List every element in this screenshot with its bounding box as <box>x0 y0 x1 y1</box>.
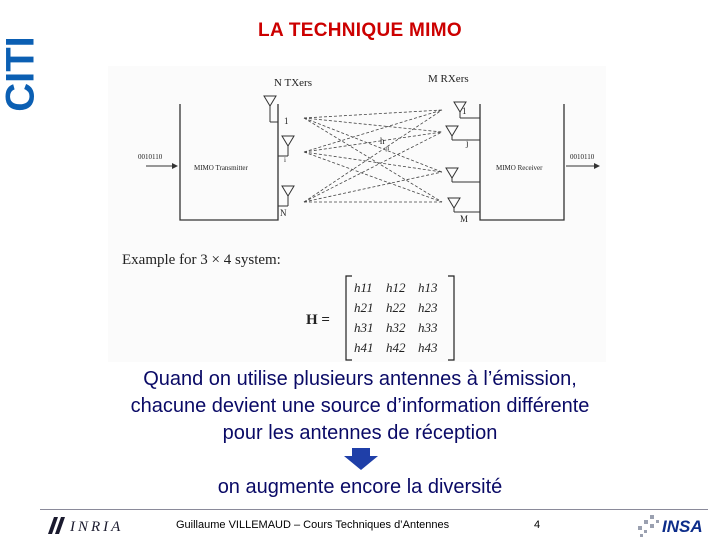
channel-sub: ji <box>385 146 390 152</box>
matrix-cell: h41 <box>354 340 374 355</box>
rx-label-j: j <box>465 138 469 148</box>
matrix-cells: h11 h12 h13 h21 h22 h23 h31 h32 h33 h41 … <box>354 280 438 355</box>
rx-block-outline <box>479 104 565 221</box>
example-text: Example for 3 × 4 system: <box>122 252 281 268</box>
matrix-cell: h13 <box>418 280 438 295</box>
matrix-cell: h31 <box>354 320 374 335</box>
page-number: 4 <box>534 519 541 531</box>
slide-title: LA TECHNIQUE MIMO <box>258 20 462 41</box>
footer-divider <box>40 509 708 510</box>
matrix-bracket-right <box>448 275 455 361</box>
output-bits: 0010110 <box>570 153 595 161</box>
caption: Quand on utilise plusieurs antennes à l’… <box>40 366 680 447</box>
input-bits: 0010110 <box>138 153 163 161</box>
matrix-cell: h21 <box>354 300 374 315</box>
n-txers-label: N TXers <box>274 77 312 89</box>
tx-antennas <box>263 95 295 207</box>
matrix-cell: h12 <box>386 280 406 295</box>
caption-line: Quand on utilise plusieurs antennes à l’… <box>143 368 577 390</box>
tx-block-label: MIMO Transmitter <box>194 164 249 172</box>
rx-label-1: 1 <box>462 106 467 116</box>
insa-logo: INSA <box>638 515 703 537</box>
matrix-cell: h33 <box>418 320 438 335</box>
down-arrow-icon <box>344 448 378 470</box>
inria-logo: INRIA <box>48 517 123 535</box>
rx-label-m: M <box>460 214 468 224</box>
rx-antennas <box>445 101 480 213</box>
insa-logo-text: INSA <box>662 517 703 536</box>
matrix-label: H = <box>306 312 330 328</box>
matrix-cell: h11 <box>354 280 373 295</box>
matrix-bracket-left <box>345 275 352 361</box>
m-rxers-label: M RXers <box>428 73 469 85</box>
inria-logo-text: INRIA <box>69 519 123 535</box>
footer-author-course: Guillaume VILLEMAUD – Cours Techniques d… <box>176 519 450 531</box>
tx-label-i: i <box>284 156 286 164</box>
citi-logo: CITI <box>0 0 46 148</box>
matrix-cell: h32 <box>386 320 406 335</box>
citi-logo-text: CITI <box>0 36 43 112</box>
matrix-cell: h23 <box>418 300 438 315</box>
tx-label-n: N <box>280 208 287 218</box>
caption-line: chacune devient une source d’information… <box>130 395 590 417</box>
caption-line: pour les antennes de réception <box>222 422 498 444</box>
channel-label: h <box>380 136 385 146</box>
mimo-diagram: N TXers M RXers 0010110 MIMO Transmitter… <box>108 66 606 362</box>
tx-block-outline <box>179 104 279 221</box>
tx-label-1: 1 <box>284 116 289 126</box>
conclusion-text: on augmente encore la diversité <box>217 476 503 498</box>
rx-block-label: MIMO Receiver <box>496 164 543 172</box>
matrix-cell: h42 <box>386 340 406 355</box>
matrix-cell: h43 <box>418 340 438 355</box>
channel-paths <box>303 109 443 203</box>
matrix-cell: h22 <box>386 300 406 315</box>
